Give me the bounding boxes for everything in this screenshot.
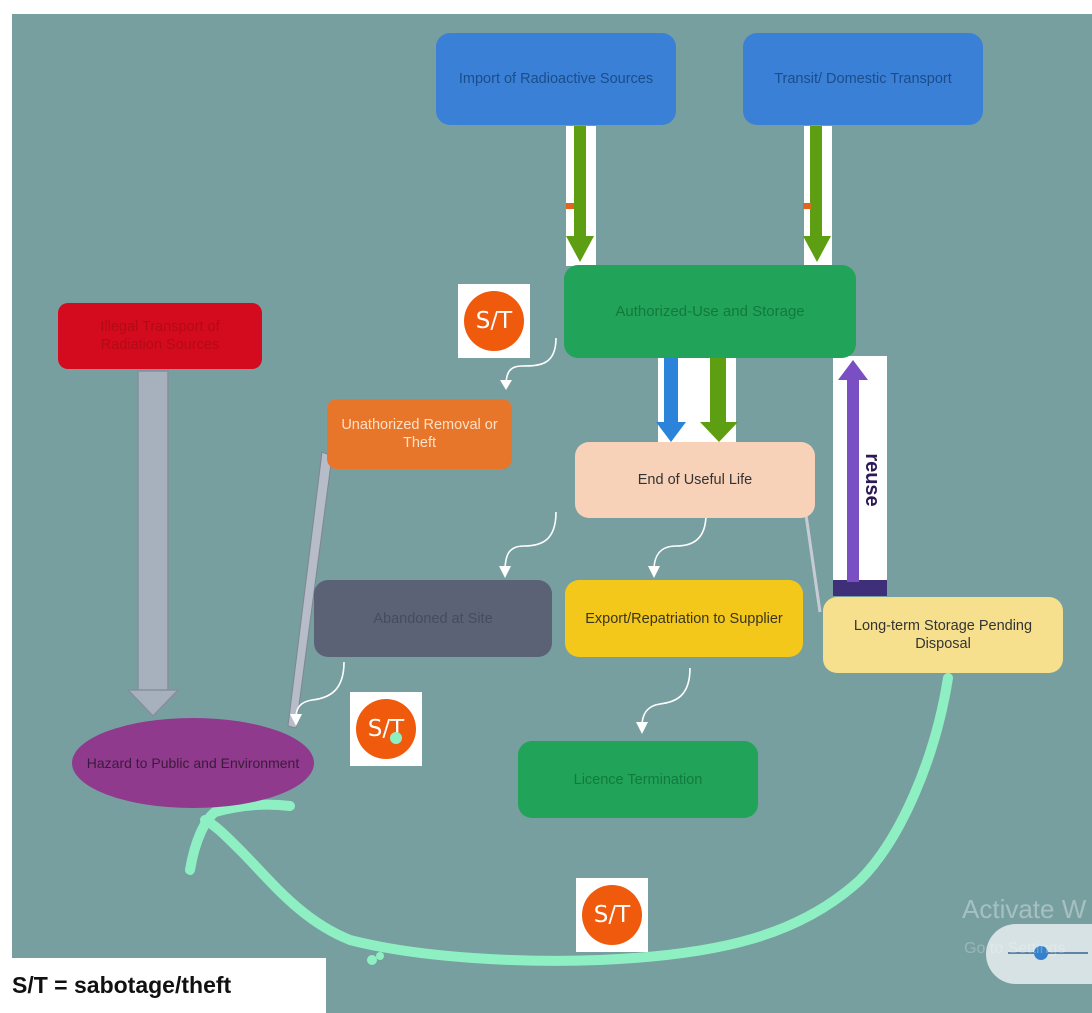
st-badge-highlight: S/T — [576, 878, 648, 952]
legend-sabotage-theft: S/T = sabotage/theft — [0, 958, 326, 1013]
st-badge-text: S/T — [356, 699, 416, 759]
end-of-life-to-abandoned-curve — [504, 511, 557, 573]
node-export-repatriation: Export/Repatriation to Supplier — [565, 580, 803, 657]
node-import: Import of Radioactive Sources — [436, 33, 676, 125]
abandoned-to-hazard-curve — [295, 661, 345, 719]
illegal-to-hazard-arrow — [126, 370, 180, 718]
zoom-track — [1008, 952, 1088, 954]
white-curve-arrows — [290, 337, 707, 734]
authorized-to-unauthorized-curve — [505, 337, 557, 387]
node-illegal-transport: Illegal Transport of Radiation Sources — [58, 303, 262, 369]
authorized-to-end-of-life-arrows — [656, 358, 738, 442]
node-long-term-storage: Long-term Storage Pending Disposal — [823, 597, 1063, 673]
node-unauthorized-removal: Unathorized Removal or Theft — [327, 399, 512, 469]
st-badge-abandoned: S/T — [350, 692, 422, 766]
zoom-thumb[interactable] — [1034, 946, 1048, 960]
export-to-licence-curve — [641, 667, 691, 727]
transit-to-authorized-arrow — [803, 126, 832, 266]
highlight-dot — [390, 732, 402, 744]
node-transit: Transit/ Domestic Transport — [743, 33, 983, 125]
reuse-label: reuse — [861, 453, 884, 507]
end-of-life-to-long-term-arrow — [804, 514, 822, 613]
st-badge-authorized: S/T — [458, 284, 530, 358]
activate-watermark: Activate W — [962, 894, 1087, 924]
node-abandoned-at-site: Abandoned at Site — [314, 580, 552, 657]
st-badge-text: S/T — [582, 885, 642, 945]
node-licence-termination: Licence Termination — [518, 741, 758, 818]
activate-watermark-sub: Go to Settings — [964, 940, 1066, 957]
import-to-authorized-arrow — [566, 126, 596, 266]
node-authorized-use: Authorized-Use and Storage — [564, 265, 856, 358]
st-badge-text: S/T — [464, 291, 524, 351]
reuse-arrow — [833, 356, 887, 596]
node-hazard: Hazard to Public and Environment — [72, 718, 314, 808]
node-end-of-useful-life: End of Useful Life — [575, 442, 815, 518]
long-term-to-hazard-highlight — [185, 673, 953, 966]
zoom-slider-control[interactable] — [986, 924, 1092, 984]
end-of-life-to-export-curve — [653, 513, 707, 571]
